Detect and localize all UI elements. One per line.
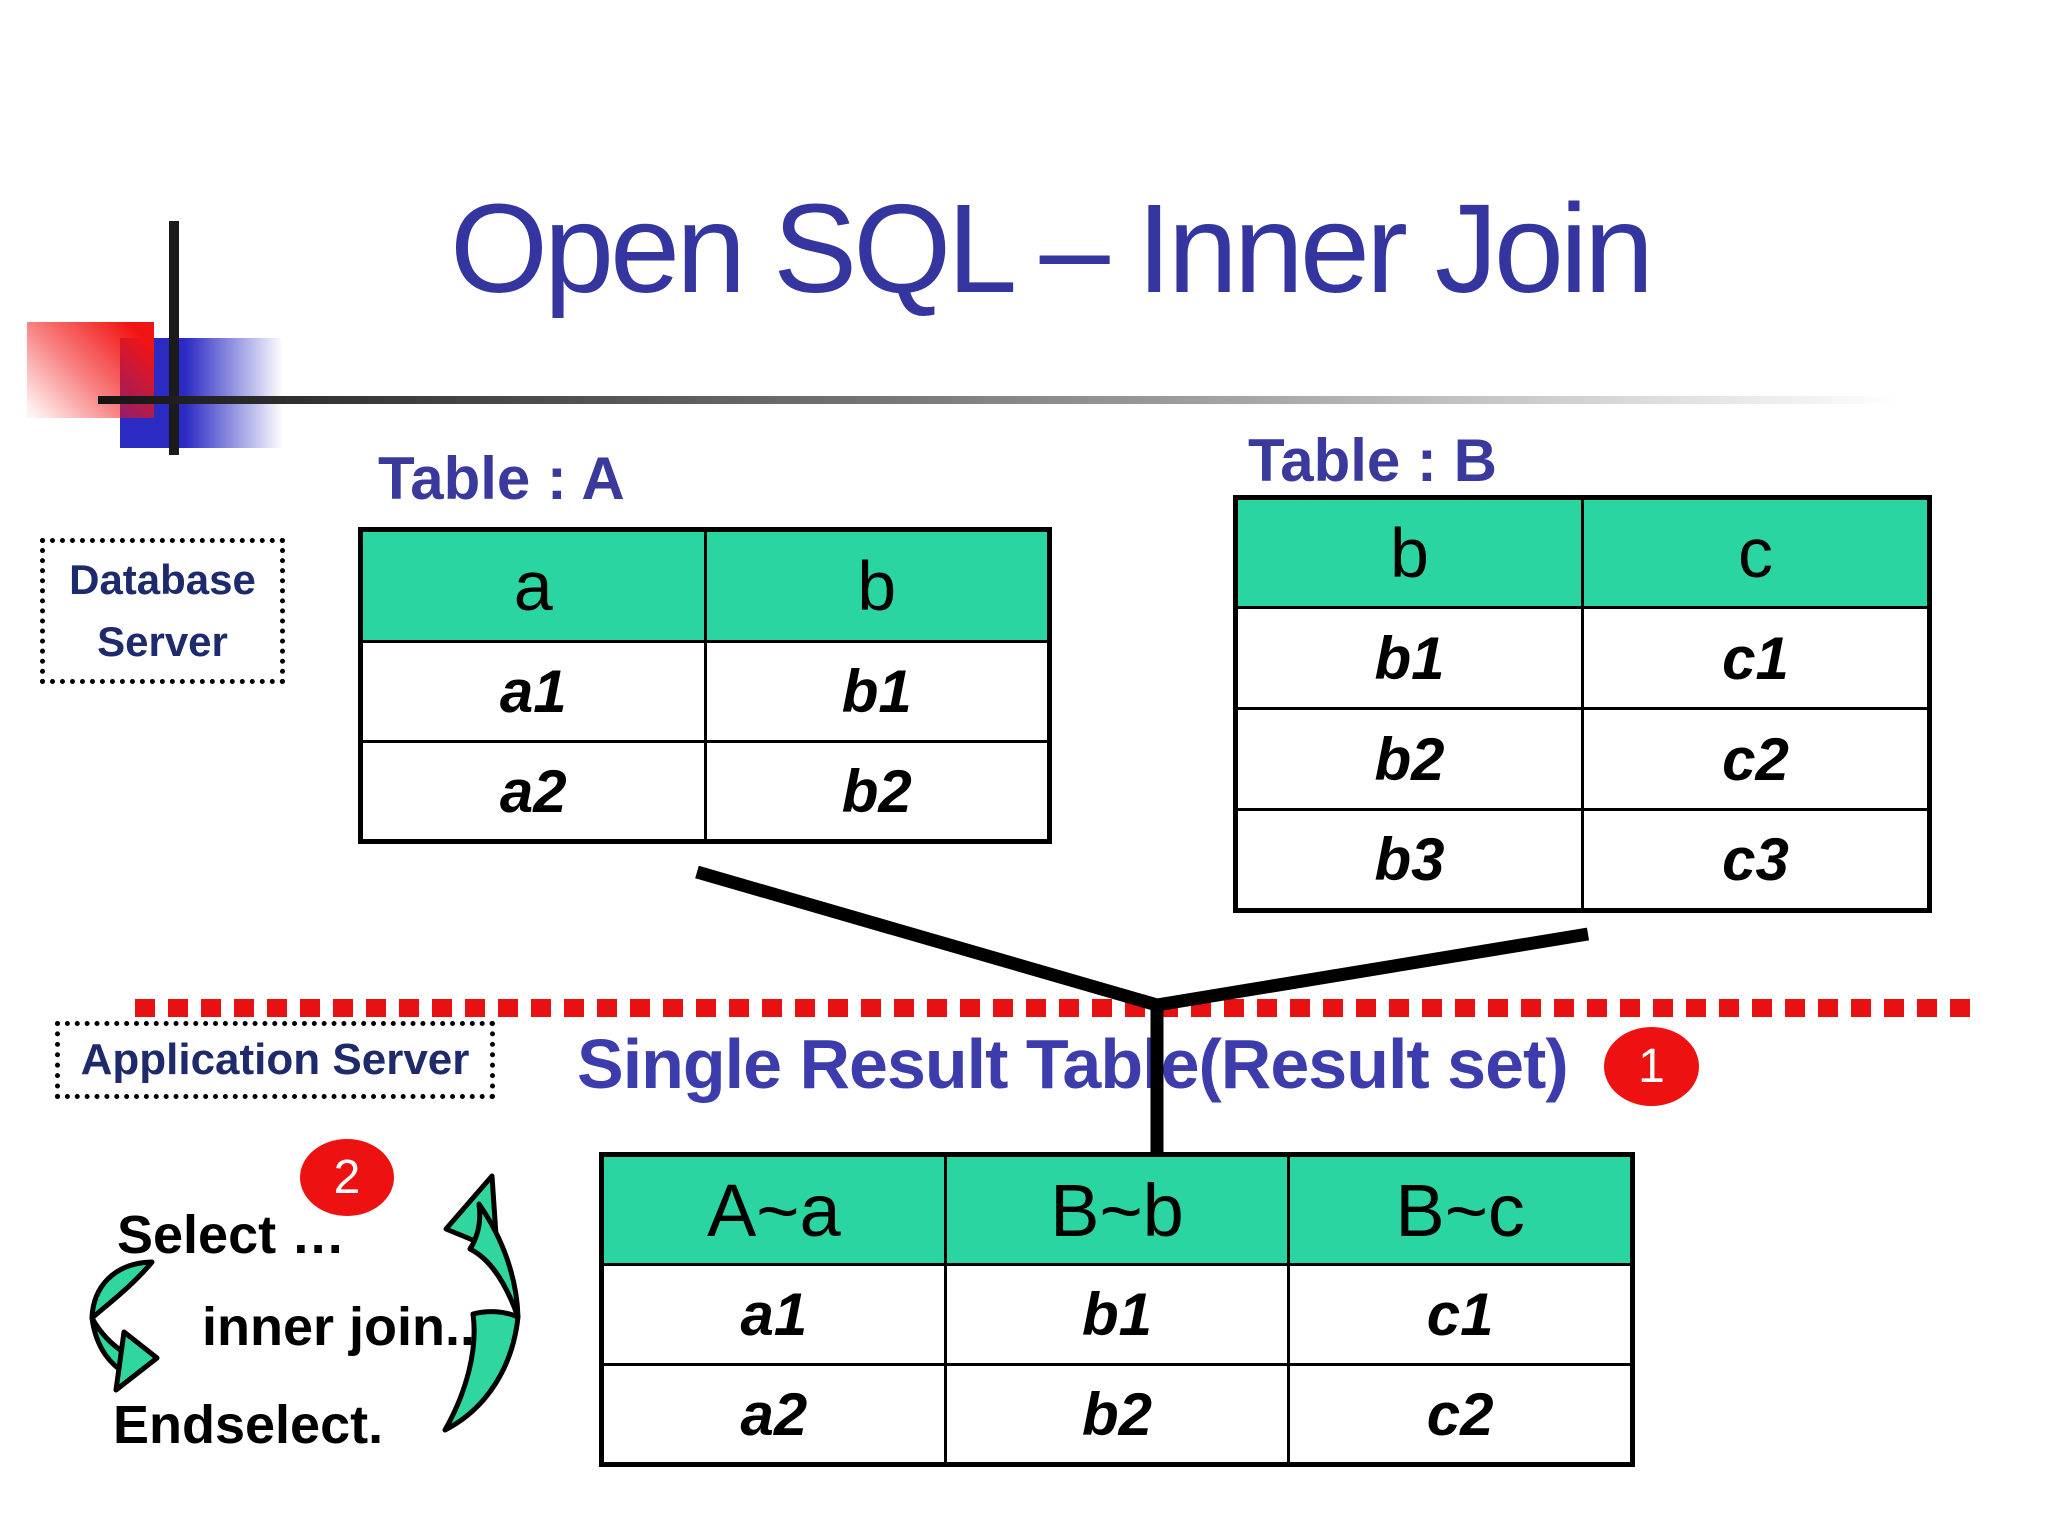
table-cell: b1 (1234, 606, 1584, 710)
table-cell: c1 (1287, 1263, 1634, 1366)
result-heading: Single Result Table(Result set) (577, 1025, 1569, 1103)
application-server-box: Application Server (55, 1021, 495, 1099)
server-boundary-dotted-line (135, 999, 1975, 1017)
table-a-caption: Table : A (378, 445, 625, 512)
table-cell: a1 (600, 1263, 947, 1366)
table-cell: a2 (359, 740, 707, 843)
table-cell: c2 (1287, 1363, 1634, 1466)
step-badge-2-number: 2 (333, 1151, 361, 1204)
code-inner-join-line: inner join.. (202, 1297, 476, 1357)
table-cell: b2 (703, 740, 1051, 843)
table-cell: b3 (1234, 808, 1584, 912)
table-a-header-cell: b (703, 528, 1051, 643)
table-b: b c b1 c1 b2 c2 b3 c3 (1233, 495, 1932, 913)
database-server-label-line2: Server (97, 617, 228, 665)
result-table-header-cell: B~c (1287, 1153, 1634, 1266)
table-b-caption: Table : B (1248, 427, 1497, 494)
table-row: a1 b1 c1 (600, 1263, 1634, 1366)
step-badge-1: 1 (1604, 1027, 1699, 1106)
loop-arrow-left-icon (89, 1259, 160, 1393)
table-a-header-row: a b (359, 528, 1051, 643)
page-title: Open SQL – Inner Join (449, 178, 1654, 319)
result-table: A~a B~b B~c a1 b1 c1 a2 b2 c2 (599, 1152, 1635, 1467)
table-row: a2 b2 (359, 740, 1051, 843)
table-b-header-row: b c (1234, 496, 1931, 609)
code-endselect-line: Endselect. (113, 1395, 384, 1455)
table-row: b3 c3 (1234, 808, 1931, 912)
result-table-header-cell: A~a (600, 1153, 947, 1266)
table-a: a b a1 b1 a2 b2 (358, 527, 1052, 844)
table-cell: c3 (1581, 808, 1931, 912)
crosshair-vertical-line (169, 221, 179, 455)
step-badge-2: 2 (300, 1139, 394, 1216)
table-cell: b1 (943, 1263, 1291, 1366)
table-row: b2 c2 (1234, 707, 1931, 811)
table-a-header-cell: a (359, 528, 707, 643)
step-badge-1-number: 1 (1638, 1040, 1665, 1093)
table-cell: b2 (1234, 707, 1584, 811)
table-cell: c1 (1581, 606, 1931, 710)
table-row: a1 b1 (359, 640, 1051, 743)
result-table-header-row: A~a B~b B~c (600, 1153, 1634, 1266)
code-select-line: Select … (117, 1205, 346, 1265)
database-server-box: Database Server (40, 538, 285, 684)
database-server-label-line1: Database (69, 556, 256, 604)
table-row: b1 c1 (1234, 606, 1931, 710)
title-underline-rule (98, 396, 1898, 404)
table-row: a2 b2 c2 (600, 1363, 1634, 1466)
table-cell: a2 (600, 1363, 947, 1466)
table-b-header-cell: c (1581, 496, 1931, 609)
table-cell: a1 (359, 640, 707, 743)
table-cell: b2 (943, 1363, 1291, 1466)
table-cell: c2 (1581, 707, 1931, 811)
table-cell: b1 (703, 640, 1051, 743)
table-b-header-cell: b (1234, 496, 1584, 609)
application-server-label: Application Server (80, 1035, 470, 1084)
result-table-header-cell: B~b (943, 1153, 1291, 1266)
